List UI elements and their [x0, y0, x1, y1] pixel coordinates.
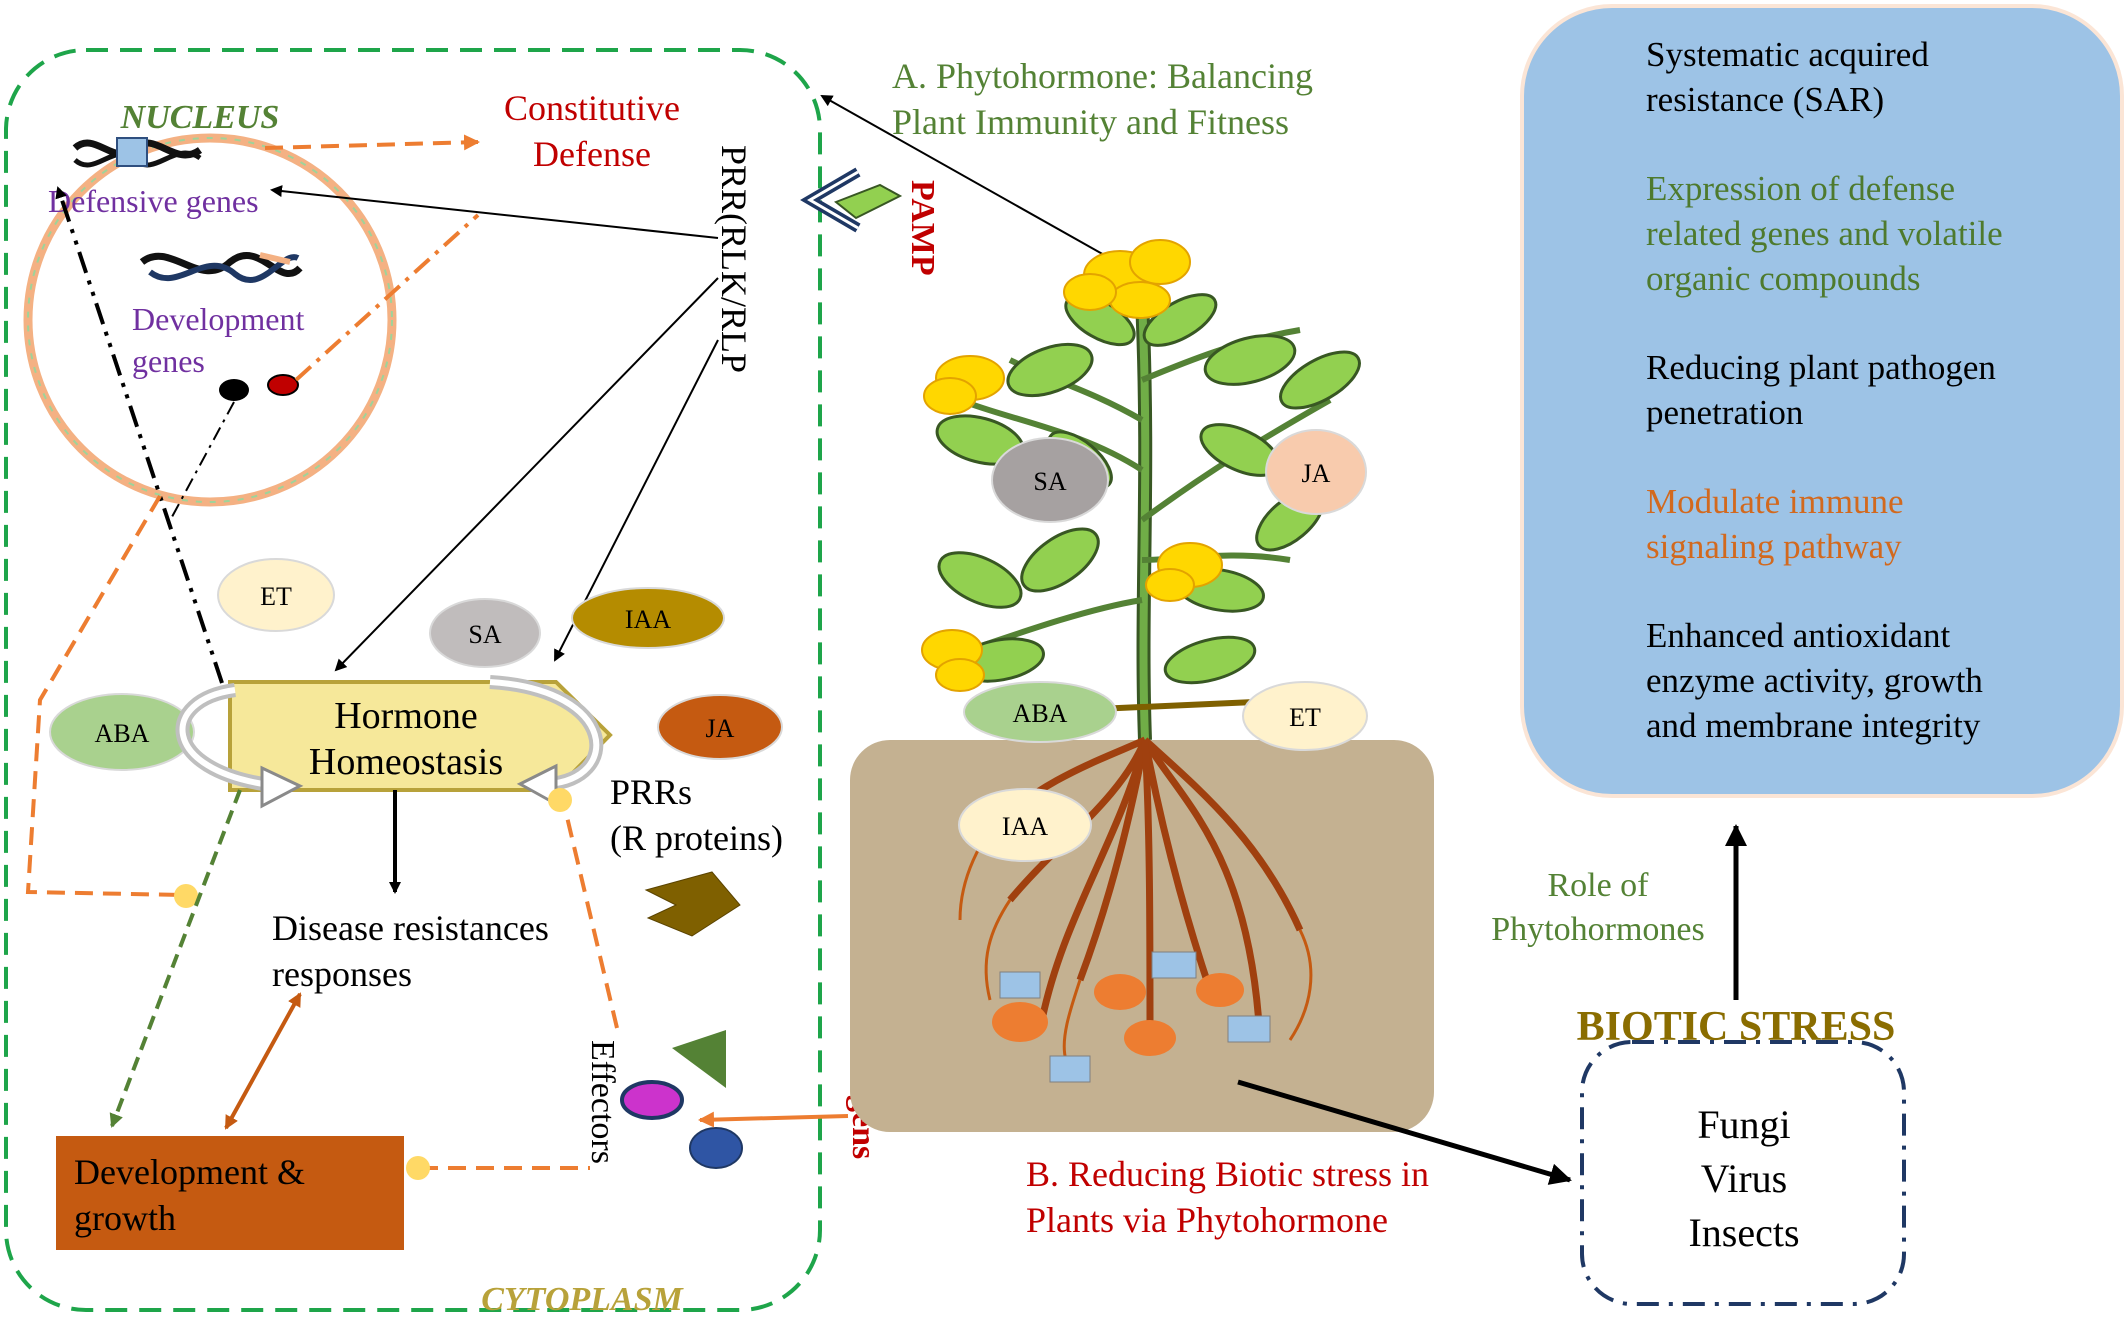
cytoplasm-label: CYTOPLASM — [481, 1281, 684, 1318]
cell-iaa-label: IAA — [625, 605, 671, 634]
effect-4-line-0: Enhanced antioxidant — [1646, 616, 1950, 655]
disease-label-1: Disease resistances — [272, 908, 549, 948]
dev-growth-label-1: Development & — [74, 1152, 305, 1192]
cell-sa-oval — [429, 598, 541, 668]
plant-et-label: ET — [1289, 703, 1321, 732]
cell-iaa-oval — [571, 587, 725, 649]
effector-blue-icon — [689, 1127, 743, 1169]
cytoplasm-boundary — [4, 48, 822, 1312]
prr-chevron-icon — [644, 871, 741, 937]
title-a-line-2: Plant Immunity and Fitness — [892, 102, 1289, 142]
stressors-box — [1580, 1040, 1906, 1306]
plant-illustration — [850, 239, 1434, 1132]
cell-sa-label: SA — [468, 620, 501, 649]
title-b-line-1: B. Reducing Biotic stress in — [1026, 1154, 1429, 1194]
plant-sa-label: SA — [1033, 467, 1066, 496]
prr-receptor-label: PRR(RLK/RLP — [714, 145, 754, 373]
effect-2-line-0: Reducing plant pathogen — [1646, 348, 1996, 387]
red-dot — [267, 374, 299, 396]
effect-0-line-0: Systematic acquired — [1646, 35, 1929, 74]
cell-ja-oval — [657, 694, 783, 760]
effect-4-line-1: enzyme activity, growth — [1646, 661, 1983, 700]
effect-4-line-2: and membrane integrity — [1646, 706, 1981, 745]
plant-ja-oval — [1265, 429, 1367, 515]
plant-iaa-label: IAA — [1002, 812, 1048, 841]
pamp-label: PAMP — [904, 180, 941, 276]
plant-aba-oval — [963, 681, 1117, 743]
hormone-label-1: Hormone — [334, 695, 478, 737]
role-label-2: Phytohormones — [1491, 911, 1704, 948]
dev-growth-label-2: growth — [74, 1198, 176, 1238]
constitutive-label-1: Constitutive — [504, 88, 680, 128]
plant-ja-label: JA — [1302, 459, 1331, 488]
effects-list: Systematic acquired resistance (SAR) Expre… — [1646, 35, 2003, 745]
effect-3-line-0: Modulate immune — [1646, 482, 1904, 521]
plant-sa-oval — [991, 437, 1109, 523]
title-a-line-1: A. Phytohormone: Balancing — [892, 56, 1313, 96]
title-b-line-2: Plants via Phytohormone — [1026, 1200, 1388, 1240]
cell-ja-label: JA — [706, 714, 735, 743]
plant-aba-label: ABA — [1013, 699, 1068, 728]
effectors-label: Effectors — [584, 1040, 621, 1164]
effect-1-line-1: related genes and volatile — [1646, 214, 2003, 253]
prrs-label-2: (R proteins) — [610, 818, 783, 858]
effect-0-line-1: resistance (SAR) — [1646, 80, 1884, 119]
development-genes-label-1: Development — [132, 301, 305, 337]
plant-iaa-oval — [958, 788, 1092, 862]
hormone-label-2: Homeostasis — [309, 741, 503, 783]
stressor-insects: Insects — [1688, 1210, 1799, 1255]
effector-magenta-icon — [620, 1080, 684, 1120]
cell-et-oval — [217, 558, 335, 632]
effect-1-line-0: Expression of defense — [1646, 169, 1955, 208]
stressor-fungi: Fungi — [1697, 1102, 1790, 1147]
role-label-1: Role of — [1547, 867, 1649, 904]
stressor-virus: Virus — [1701, 1156, 1787, 1201]
development-genes-label-2: genes — [132, 343, 205, 379]
prrs-label-1: PRRs — [610, 772, 692, 812]
soil-box — [850, 740, 1434, 1132]
cell-aba-label: ABA — [95, 719, 150, 748]
nucleus-label: NUCLEUS — [120, 99, 280, 136]
cell-et-label: ET — [260, 582, 292, 611]
effector-triangle-icon — [672, 1030, 726, 1088]
effect-3-line-1: signaling pathway — [1646, 527, 1902, 566]
effects-panel — [1520, 4, 2124, 798]
pamp-receptor-icon — [800, 167, 903, 233]
cell-aba-oval — [49, 693, 195, 771]
effect-2-line-1: penetration — [1646, 393, 1803, 432]
defensive-gene-dna-icon — [72, 137, 203, 168]
disease-label-2: responses — [272, 954, 412, 994]
black-dot — [219, 379, 249, 401]
development-growth-box — [56, 1136, 404, 1250]
effect-1-line-2: organic compounds — [1646, 259, 1920, 298]
development-gene-dna-icon — [139, 252, 303, 283]
defensive-genes-label: Defensive genes — [48, 183, 259, 219]
plant-et-oval — [1242, 681, 1368, 751]
constitutive-label-2: Defense — [533, 134, 651, 174]
